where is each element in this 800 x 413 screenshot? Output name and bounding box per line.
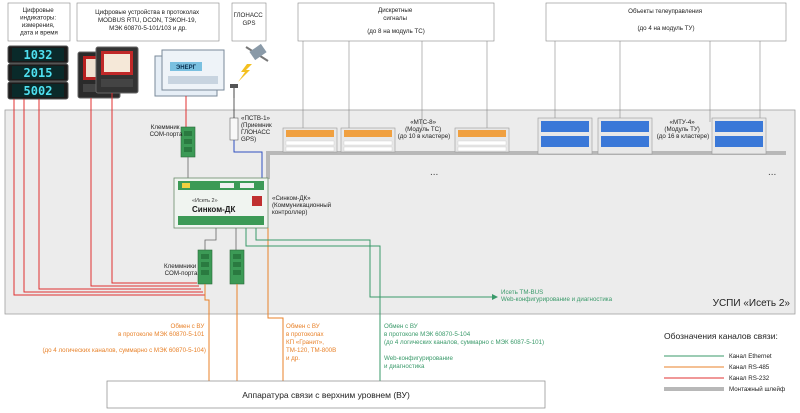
legend-rs485: Канал RS-485 [729, 364, 770, 371]
glonass-label: ГЛОНАСС GPS [233, 12, 264, 27]
tmbus-label: Исеть TM-BUS Web-конфигурирование и диаг… [501, 289, 613, 303]
sincom-brand: «Исеть 2» [192, 198, 218, 204]
legend: Обозначения каналов связи: Канал Etherne… [664, 331, 785, 393]
mts-dots: ... [430, 167, 438, 178]
discrete-label: Дискретные сигналы (до 8 на модуль ТС) [367, 7, 425, 35]
ethernet-lines [245, 228, 492, 381]
legend-ribbon: Монтажный шлейф [729, 386, 785, 393]
uspi-title: УСПИ «Исеть 2» [713, 298, 791, 309]
pstv-label: «ПСТВ-1» (Приемник ГЛОНАСС GPS) [241, 115, 273, 143]
legend-rs232: Канал RS-232 [729, 375, 770, 382]
mts-label: «МТС-8» (Модуль ТС) (до 10 в кластере) [398, 119, 451, 140]
mtu-dots: ... [768, 167, 776, 178]
indicators-label: Цифровые индикаторы: измерения, дата и в… [20, 7, 58, 37]
mtu-modules [537, 117, 767, 155]
pstv-receiver [229, 117, 239, 141]
terminal-top [180, 126, 196, 158]
exchange-104-label: Обмен с ВУ в протоколе МЭК 60870-5-104 (… [384, 323, 546, 370]
legend-title: Обозначения каналов связи: [664, 331, 778, 341]
devices-label: Цифровые устройства в протоколах MODBUS … [95, 9, 201, 32]
rs485-lines [204, 228, 284, 381]
mtu-label: «МТУ-4» (Модуль ТУ) (до 16 в кластере) [657, 119, 710, 140]
ribbon-cable [266, 151, 786, 179]
indicator-digits-1: 1032 [24, 48, 53, 62]
vu-box-label: Аппаратура связи с верхним уровнем (ВУ) [242, 390, 410, 400]
mts-modules [282, 127, 510, 153]
glonass-label-box [231, 2, 267, 42]
telecontrol-label: Объекты телеуправления (до 4 на модуль Т… [628, 8, 704, 32]
discrete-label-box [297, 2, 495, 42]
exchange-protocols-label: Обмен с ВУ в протоколах КП «Гранит», ТМ-… [286, 323, 338, 362]
energy-meters: ЭНЕРГ [154, 49, 225, 97]
digital-indicators: 1032 2015 5002 [7, 45, 69, 100]
pstv-link [233, 140, 263, 180]
terminal-bottom-links [204, 228, 237, 250]
legend-ethernet: Канал Ethernet [729, 353, 772, 360]
terminal-bottom [197, 249, 245, 285]
telecontrol-label-box [545, 2, 787, 42]
gps-antenna [230, 43, 269, 98]
exchange-101-label: Обмен с ВУ в протоколе МЭК 60870-5-101 (… [42, 323, 206, 354]
terminal-bottom-label: Клеммники COM-порта [164, 263, 198, 277]
discrete-signal-lines [302, 41, 488, 128]
indicators-label-box [7, 2, 71, 42]
devices-label-box [76, 2, 220, 42]
sincom-name: Синком-ДК [192, 205, 235, 214]
indicator-digits-2: 2015 [24, 66, 53, 80]
rs232-lines [13, 93, 205, 296]
ethernet-arrow [492, 294, 498, 300]
indicator-digits-3: 5002 [24, 84, 53, 98]
uspi-panel [4, 109, 796, 315]
sincom-controller: «Исеть 2» Синком-ДК [173, 177, 269, 229]
telecontrol-signal-lines [554, 41, 761, 122]
meter-devices [77, 46, 139, 99]
sincom-label: «Синком-ДК» (Коммуникационный контроллер… [272, 195, 333, 216]
device-brand: ЭНЕРГ [176, 65, 197, 71]
vu-box [106, 380, 546, 409]
terminal-top-label: Клеммник COM-порта [150, 124, 183, 138]
